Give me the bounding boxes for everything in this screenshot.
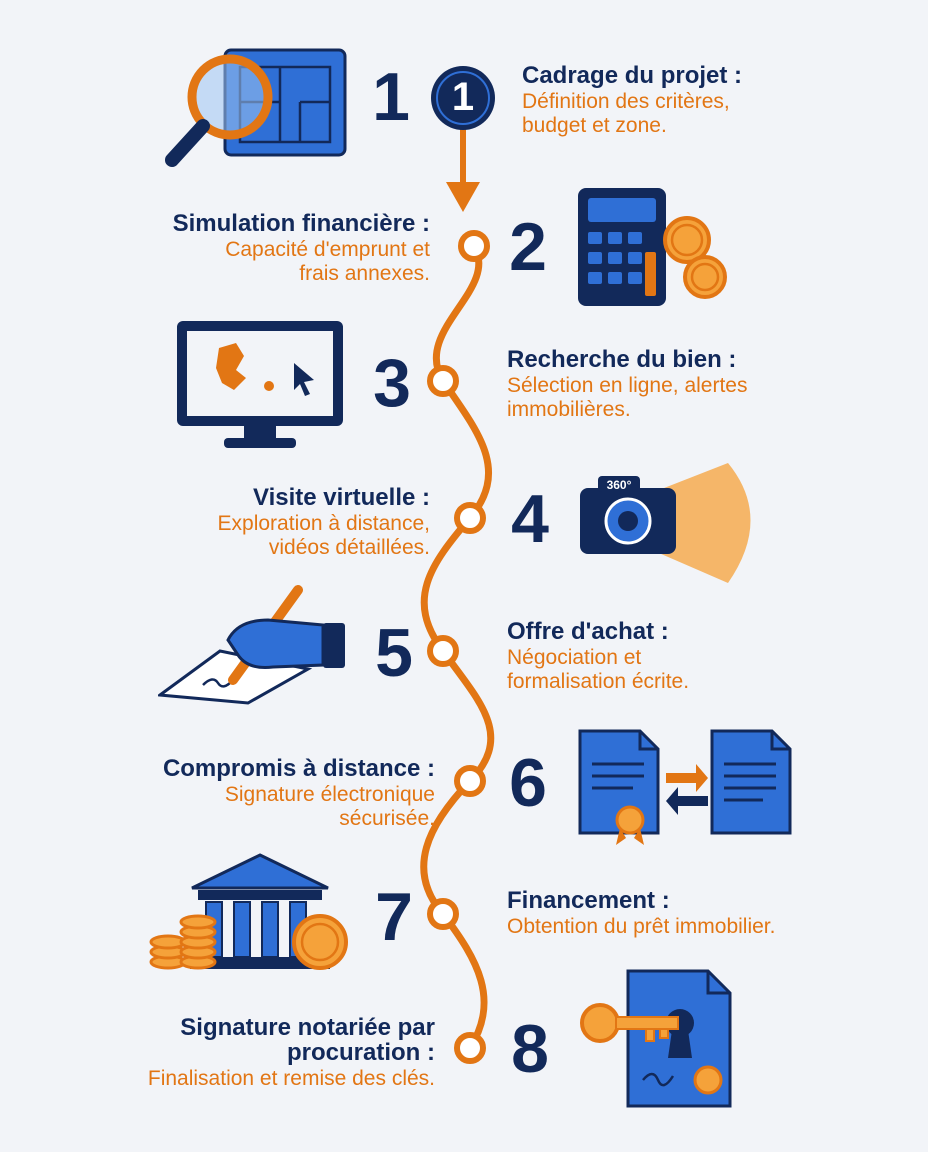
- magnifier-blueprint-icon: [165, 48, 347, 167]
- step-number-7: 7: [375, 879, 413, 955]
- step-desc-8: Finalisation et remise des clés.: [147, 1067, 435, 1090]
- step-title-3: Recherche du bien :: [507, 346, 737, 373]
- step-number-8: 8: [511, 1011, 549, 1087]
- timeline-node-6: [454, 765, 486, 797]
- step-title-1: Cadrage du projet :: [522, 62, 743, 89]
- step-title-2: Simulation financière :: [172, 210, 430, 237]
- step-number-1: 1: [372, 59, 410, 135]
- step-desc-1: Définition des critères,budget et zone.: [522, 90, 730, 137]
- hand-signing-icon: [158, 585, 345, 705]
- timeline-node-4: [454, 502, 486, 534]
- step-title-5: Offre d'achat :: [507, 618, 669, 645]
- bank-coins-icon: [149, 853, 348, 970]
- timeline-badge-1: 1: [451, 75, 475, 119]
- timeline-node-1: [431, 66, 495, 130]
- timeline-node-2: [458, 230, 490, 262]
- camera-badge-text: 360°: [607, 478, 632, 492]
- document-exchange-icon: [578, 729, 792, 845]
- step-number-6: 6: [509, 745, 547, 821]
- step-number-4: 4: [511, 481, 549, 557]
- step-title-4: Visite virtuelle :: [253, 484, 430, 511]
- step-title-7: Financement :: [507, 887, 670, 914]
- step-title-6: Compromis à distance :: [162, 755, 435, 782]
- key-document-icon: [580, 969, 732, 1108]
- step-number-5: 5: [375, 615, 413, 691]
- step-desc-4: Exploration à distance,vidéos détaillées…: [217, 512, 430, 559]
- step-desc-7: Obtention du prêt immobilier.: [507, 915, 776, 938]
- step-number-3: 3: [373, 345, 411, 421]
- timeline-node-3: [427, 365, 459, 397]
- step-number-2: 2: [509, 209, 547, 285]
- calculator-coins-icon: [578, 188, 727, 306]
- timeline-node-8: [454, 1032, 486, 1064]
- monitor-map-icon: [177, 321, 343, 448]
- timeline-node-7: [427, 898, 459, 930]
- timeline-node-5: [427, 635, 459, 667]
- camera-360-icon: 360°: [580, 463, 751, 583]
